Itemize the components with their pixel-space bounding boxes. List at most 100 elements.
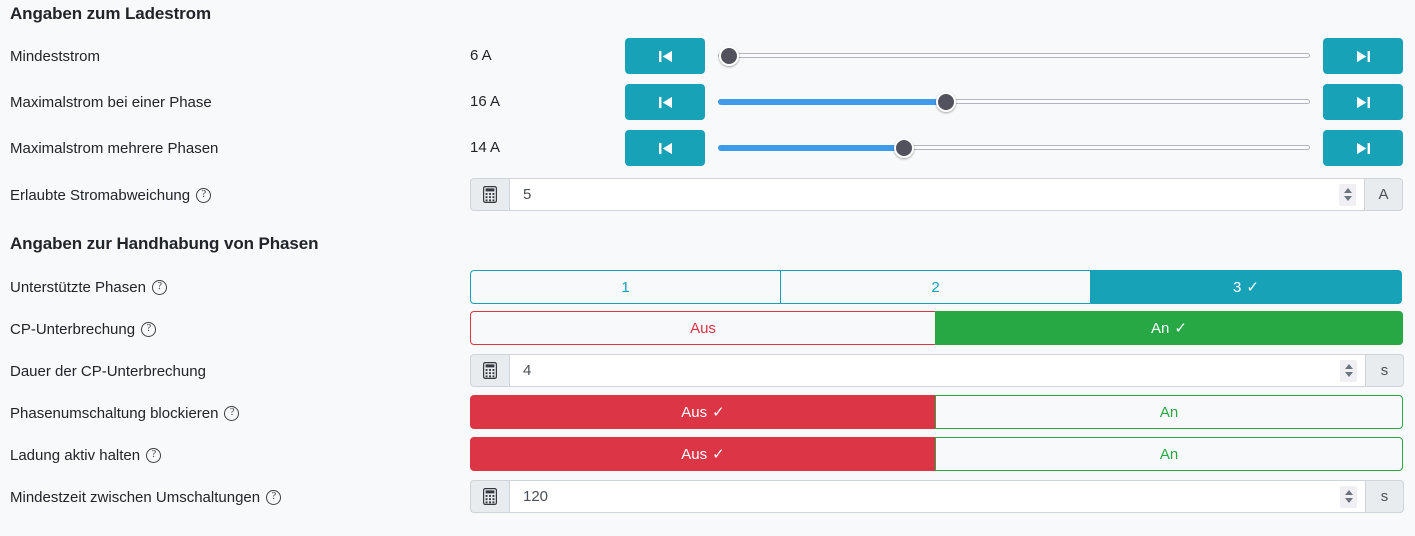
unit-suffix-seconds: s: [1365, 354, 1404, 387]
mindeststrom-slider[interactable]: [718, 38, 1310, 74]
label-ladung-aktiv-halten: Ladung aktiv halten ?: [10, 445, 162, 465]
cp-unterbrechung-option-an[interactable]: An ✓: [935, 311, 1403, 345]
label-text: Mindestzeit zwischen Umschaltungen: [10, 488, 261, 506]
option-label: 2: [931, 278, 940, 296]
stepper-down-icon[interactable]: [1343, 196, 1352, 201]
ladung-aktiv-halten-option-aus[interactable]: Aus ✓: [470, 437, 936, 471]
label-maximalstrom-mehrere-phasen: Maximalstrom mehrere Phasen: [10, 138, 218, 158]
help-icon[interactable]: ?: [196, 187, 212, 203]
slider-track[interactable]: [718, 53, 1310, 58]
label-mindeststrom: Mindeststrom: [10, 46, 100, 66]
value-maximalstrom-mehrere-phasen: 14 A: [470, 139, 501, 156]
help-icon[interactable]: ?: [224, 405, 240, 421]
phasenumschaltung-blockieren-option-an[interactable]: An: [935, 395, 1403, 429]
stepper-up-icon[interactable]: [1343, 188, 1352, 193]
label-text: Maximalstrom bei einer Phase: [10, 93, 212, 111]
help-icon[interactable]: ?: [141, 321, 157, 337]
unterstuetzte-phasen-button-group[interactable]: 1 2 3 ✓: [470, 270, 1403, 304]
phasenumschaltung-blockieren-option-aus[interactable]: Aus ✓: [470, 395, 936, 429]
option-label: 3: [1233, 278, 1242, 296]
cp-unterbrechung-option-aus[interactable]: Aus: [470, 311, 936, 345]
label-text: Ladung aktiv halten: [10, 446, 141, 464]
slider-thumb[interactable]: [893, 138, 914, 158]
label-erlaubte-stromabweichung: Erlaubte Stromabweichung ?: [10, 185, 212, 205]
erlaubte-stromabweichung-input[interactable]: 5: [509, 178, 1364, 211]
label-maximalstrom-einer-phase: Maximalstrom bei einer Phase: [10, 92, 212, 112]
phase-option-2[interactable]: 2: [780, 270, 1091, 304]
skip-end-icon: [1356, 96, 1371, 109]
maximalstrom-mehrere-phasen-slider[interactable]: [718, 130, 1310, 166]
maximalstrom-einer-phase-decrease-button[interactable]: [625, 84, 705, 120]
slider-fill: [718, 145, 904, 151]
label-text: Unterstützte Phasen: [10, 278, 146, 296]
option-label: Aus: [681, 403, 708, 421]
option-label: An: [1151, 319, 1170, 337]
stepper-down-icon[interactable]: [1344, 372, 1353, 377]
label-cp-unterbrechung: CP-Unterbrechung ?: [10, 319, 157, 339]
ladung-aktiv-halten-option-an[interactable]: An: [935, 437, 1403, 471]
label-unterstuetzte-phasen: Unterstützte Phasen ?: [10, 277, 167, 297]
stepper-up-icon[interactable]: [1344, 490, 1353, 495]
stepper-down-icon[interactable]: [1344, 498, 1353, 503]
option-label: Aus: [690, 319, 716, 337]
value-mindeststrom: 6 A: [470, 47, 492, 64]
cp-unterbrechung-button-group[interactable]: Aus An ✓: [470, 311, 1403, 345]
help-icon[interactable]: ?: [146, 447, 162, 463]
mindeststrom-increase-button[interactable]: [1323, 38, 1403, 74]
value-maximalstrom-einer-phase: 16 A: [470, 93, 501, 110]
dauer-cp-unterbrechung-input[interactable]: 4: [509, 354, 1365, 387]
calculator-icon: [470, 354, 509, 387]
skip-end-icon: [1356, 50, 1371, 63]
unit-suffix-ampere: A: [1364, 178, 1403, 211]
calculator-icon: [470, 480, 509, 513]
input-value: 4: [523, 362, 532, 379]
calculator-icon: [470, 178, 509, 211]
dauer-cp-unterbrechung-input-group[interactable]: 4 s: [470, 354, 1404, 387]
mindestzeit-input-group[interactable]: 120 s: [470, 480, 1404, 513]
skip-start-icon: [658, 50, 673, 63]
input-value: 120: [523, 488, 549, 505]
label-text: Mindeststrom: [10, 47, 101, 65]
maximalstrom-mehrere-phasen-increase-button[interactable]: [1323, 130, 1403, 166]
label-text: Phasenumschaltung blockieren: [10, 404, 219, 422]
number-stepper[interactable]: [1339, 183, 1356, 206]
phasenumschaltung-blockieren-button-group[interactable]: Aus ✓ An: [470, 395, 1403, 429]
check-icon: ✓: [712, 403, 725, 421]
label-text: Maximalstrom mehrere Phasen: [10, 139, 219, 157]
label-phasenumschaltung-blockieren: Phasenumschaltung blockieren ?: [10, 403, 240, 423]
help-icon[interactable]: ?: [266, 489, 282, 505]
number-stepper[interactable]: [1340, 359, 1357, 382]
phase-option-1[interactable]: 1: [470, 270, 781, 304]
slider-fill: [718, 99, 946, 105]
help-icon[interactable]: ?: [151, 279, 167, 295]
stepper-up-icon[interactable]: [1344, 364, 1353, 369]
mindestzeit-input[interactable]: 120: [509, 480, 1365, 513]
ladung-aktiv-halten-button-group[interactable]: Aus ✓ An: [470, 437, 1403, 471]
number-stepper[interactable]: [1340, 485, 1357, 508]
label-dauer-cp-unterbrechung: Dauer der CP-Unterbrechung: [10, 361, 206, 381]
maximalstrom-einer-phase-slider[interactable]: [718, 84, 1310, 120]
unit-suffix-seconds: s: [1365, 480, 1404, 513]
label-text: Dauer der CP-Unterbrechung: [10, 362, 206, 380]
option-label: An: [1159, 445, 1179, 463]
maximalstrom-mehrere-phasen-decrease-button[interactable]: [625, 130, 705, 166]
slider-thumb[interactable]: [935, 92, 956, 112]
maximalstrom-einer-phase-increase-button[interactable]: [1323, 84, 1403, 120]
check-icon: ✓: [1246, 278, 1259, 296]
skip-end-icon: [1356, 142, 1371, 155]
mindeststrom-decrease-button[interactable]: [625, 38, 705, 74]
section-title-phase-handling: Angaben zur Handhabung von Phasen: [10, 234, 319, 253]
label-mindestzeit-zwischen-umschaltungen: Mindestzeit zwischen Umschaltungen ?: [10, 487, 282, 507]
label-text: Erlaubte Stromabweichung: [10, 186, 191, 204]
erlaubte-stromabweichung-input-group[interactable]: 5 A: [470, 178, 1403, 211]
skip-start-icon: [658, 96, 673, 109]
skip-start-icon: [658, 142, 673, 155]
option-label: Aus: [681, 445, 708, 463]
phase-option-3[interactable]: 3 ✓: [1090, 270, 1402, 304]
input-value: 5: [523, 186, 532, 203]
section-title-charging-current: Angaben zum Ladestrom: [10, 4, 211, 23]
check-icon: ✓: [712, 445, 725, 463]
slider-thumb[interactable]: [719, 46, 740, 66]
label-text: CP-Unterbrechung: [10, 320, 136, 338]
